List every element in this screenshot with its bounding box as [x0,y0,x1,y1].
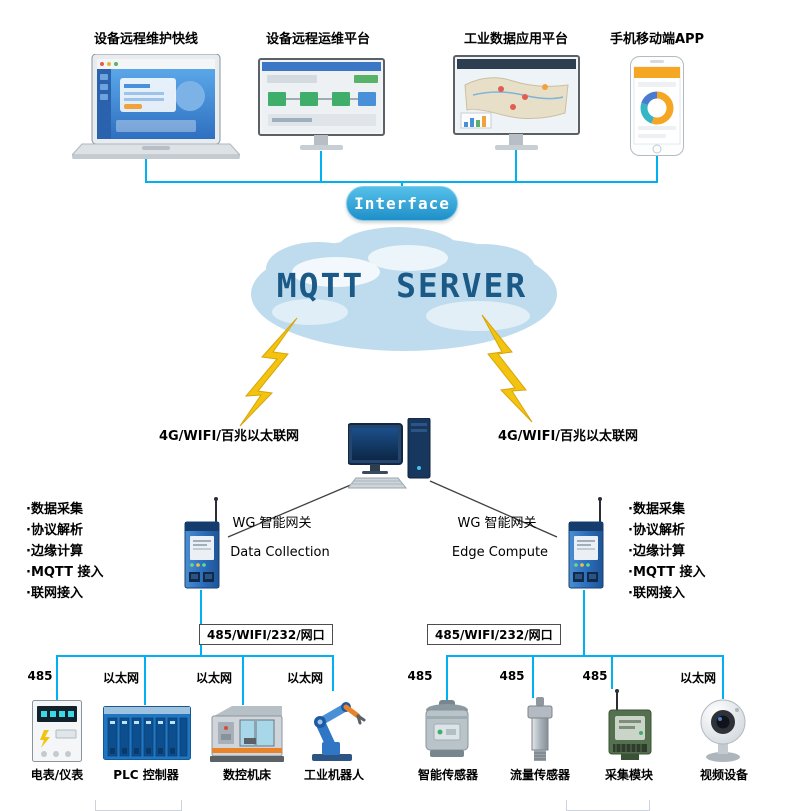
device-name-label: PLC 控制器 [113,768,179,782]
connection-type-label: 以太网 [679,671,717,685]
bus-label-left: 485/WIFI/232/网口 [199,624,333,645]
connector-line [583,590,585,657]
feature-item: ·MQTT 接入 [628,565,706,580]
connector-line [446,655,448,701]
cnc-machine-illustration [210,704,284,762]
connector-line [722,655,724,699]
connection-type-label: 以太网 [102,671,140,685]
device-name-label: 采集模块 [604,768,654,782]
network-label-right: 4G/WIFI/百兆以太联网 [497,429,639,444]
feature-item: ·数据采集 [26,502,83,517]
connector-line [656,154,658,183]
connector-line [332,655,334,691]
gateway-right-feature-list: ·数据采集 ·协议解析 ·边缘计算 ·MQTT 接入 ·联网接入 [628,499,706,604]
device-name-label: 数控机床 [222,768,272,782]
connector-line [242,655,244,705]
server-computer-illustration [348,418,440,490]
gateway-left-role: Data Collection [230,545,330,560]
connector-line [200,590,202,657]
table-border-fragment [95,800,96,811]
connector-line [401,181,403,189]
plc-illustration [103,704,191,762]
table-border-fragment [566,800,567,811]
connector-line [144,655,146,705]
device-name-label: 视频设备 [699,768,749,782]
laptop-illustration [72,54,240,160]
table-border-fragment [649,800,650,811]
device-name-label: 电表/仪表 [30,768,84,782]
gateway-left-feature-list: ·数据采集 ·协议解析 ·边缘计算 ·MQTT 接入 ·联网接入 [26,499,104,604]
gateway-left-illustration [176,496,228,592]
connection-type-label: 以太网 [195,671,233,685]
feature-item: ·边缘计算 [628,544,685,559]
feature-item: ·联网接入 [26,586,83,601]
network-label-left: 4G/WIFI/百兆以太联网 [158,429,300,444]
feature-item: ·协议解析 [628,523,685,538]
device-name-label: 智能传感器 [417,768,479,782]
device-label-ops-platform: 设备远程运维平台 [265,32,371,47]
interface-label: Interface [354,194,450,213]
robot-arm-illustration [300,690,370,762]
connection-type-label: 485 [407,669,433,683]
connector-line [320,151,322,183]
gateway-left-name: WG 智能网关 [232,516,312,531]
connection-type-label: 485 [499,669,525,683]
monitor-illustration [258,58,385,153]
map-monitor-illustration [453,55,580,152]
connector-line [446,655,724,657]
device-label-mobile-app: 手机移动端APP [609,32,705,47]
feature-item: ·协议解析 [26,523,83,538]
connector-line [611,655,613,689]
feature-item: ·边缘计算 [26,544,83,559]
device-name-label: 工业机器人 [303,768,365,782]
acquisition-module-illustration [607,688,653,762]
connector-line [56,655,58,701]
phone-illustration [630,56,684,156]
connection-type-label: 485 [582,669,608,683]
connector-line [56,655,334,657]
interface-node: Interface [346,186,458,221]
bus-label-right: 485/WIFI/232/网口 [427,624,561,645]
camera-illustration [697,698,749,764]
gateway-right-illustration [560,496,612,592]
connection-type-label: 485 [27,669,53,683]
device-name-label: 流量传感器 [509,768,571,782]
feature-item: ·MQTT 接入 [26,565,104,580]
connector-line [532,655,534,698]
device-label-maintenance-line: 设备远程维护快线 [93,32,199,47]
smart-sensor-illustration [423,700,471,760]
connector-line [145,158,147,183]
gateway-right-name: WG 智能网关 [457,516,537,531]
connection-type-label: 以太网 [286,671,324,685]
feature-item: ·联网接入 [628,586,685,601]
cloud-illustration [248,224,560,356]
meter-illustration [32,700,82,762]
device-label-data-platform: 工业数据应用平台 [463,32,569,47]
flow-sensor-illustration [525,697,555,762]
table-border-fragment [181,800,182,811]
gateway-right-role: Edge Compute [451,545,549,560]
feature-item: ·数据采集 [628,502,685,517]
mqtt-server-title: MQTT SERVER [276,266,528,305]
connector-line [515,150,517,183]
